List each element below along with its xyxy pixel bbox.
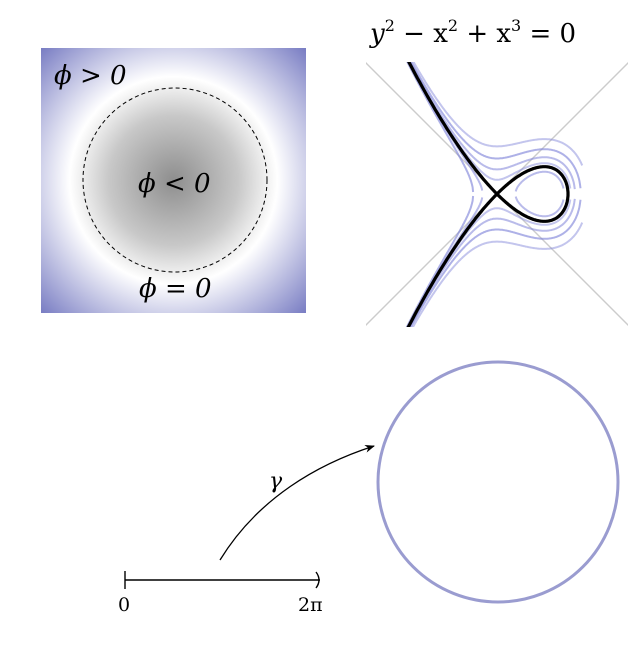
image-circle bbox=[376, 360, 620, 604]
zero-level-contour bbox=[82, 87, 268, 273]
interval-end-label: 2π bbox=[298, 594, 323, 616]
asymptote-line bbox=[366, 62, 628, 326]
family-curve bbox=[412, 62, 584, 166]
nodal-cubic-curve bbox=[406, 62, 570, 327]
family-curve bbox=[411, 222, 584, 327]
interval-end-bracket bbox=[315, 571, 320, 589]
parametrization-panel: 0 2π γ bbox=[118, 360, 620, 616]
interval-start-label: 0 bbox=[118, 594, 130, 616]
phi-negative-label: ϕ < 0 bbox=[138, 169, 211, 199]
family-curve bbox=[410, 62, 582, 189]
family-curve bbox=[409, 199, 582, 327]
family-curve bbox=[408, 62, 576, 190]
asymptote-line bbox=[366, 62, 628, 326]
gamma-label: γ bbox=[269, 469, 283, 494]
level-set-field bbox=[41, 48, 306, 313]
phi-positive-label: ϕ > 0 bbox=[54, 61, 127, 91]
level-set-panel: ϕ > 0 ϕ < 0 ϕ = 0 bbox=[41, 48, 306, 313]
phi-zero-label: ϕ = 0 bbox=[139, 274, 212, 304]
gamma-map-arrow bbox=[219, 444, 375, 561]
curve-panel: y2 − x2 + x3 = 0 bbox=[366, 16, 628, 327]
curve-equation: y2 − x2 + x3 = 0 bbox=[369, 16, 576, 49]
family-curve bbox=[408, 198, 576, 327]
asymptote-lines bbox=[366, 62, 628, 326]
